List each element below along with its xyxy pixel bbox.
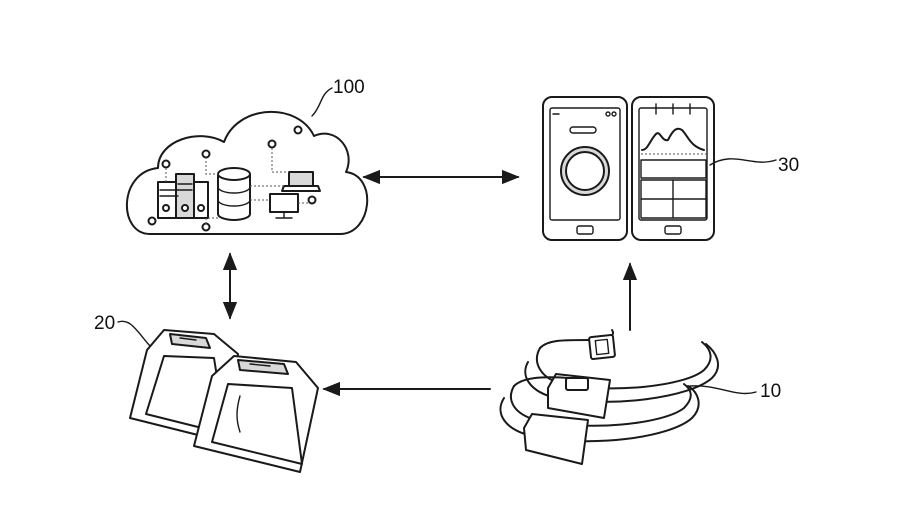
network-nodes — [147, 125, 317, 232]
database-icon — [217, 167, 251, 221]
monitor-icon — [269, 193, 299, 219]
sensor-device-front — [193, 355, 319, 473]
terminal-ref-label: 30 — [778, 155, 799, 176]
phone-right — [631, 96, 715, 241]
server-ref-label: 100 — [333, 77, 365, 98]
user-terminal: 30 — [542, 96, 799, 241]
sensor-leader-line — [117, 320, 151, 347]
graph-icon — [641, 127, 705, 151]
cloud-server: 100 — [126, 77, 369, 235]
phone-left — [542, 96, 628, 241]
sensor-devices: 20 — [94, 313, 319, 473]
wristband-front — [499, 376, 700, 465]
server-leader-line — [311, 87, 333, 117]
terminal-leader-line — [709, 158, 777, 166]
laptop-icon — [281, 171, 321, 192]
server-rack-icon — [157, 173, 209, 219]
wristband-ref-label: 10 — [760, 381, 781, 402]
wristband-back — [524, 329, 720, 419]
wristband-leader-line — [689, 385, 757, 395]
wearable-bands: 10 — [499, 329, 781, 465]
sensor-ref-label: 20 — [94, 313, 115, 334]
